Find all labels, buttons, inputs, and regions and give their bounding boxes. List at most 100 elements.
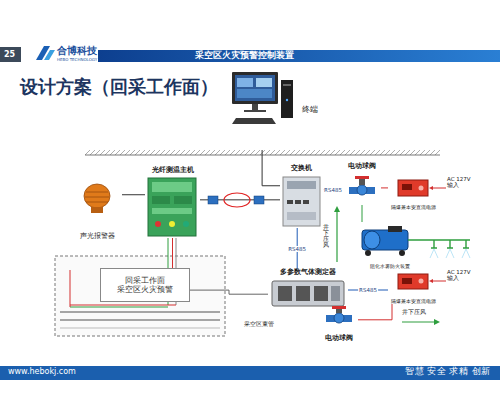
switch-box: [287, 181, 316, 189]
power-input: AC 127V 输入: [447, 176, 471, 189]
valve-icon: [326, 306, 352, 323]
company-subtitle: HEBO TECHNOLOGY: [57, 58, 97, 63]
valve-icon: [334, 313, 344, 323]
power-supply-icon: [429, 186, 433, 190]
connector: [358, 304, 392, 320]
mist-device-icon: [388, 226, 402, 232]
mist-device-icon: [362, 226, 470, 256]
computer-terminal: [244, 110, 266, 112]
computer-terminal: [252, 104, 258, 110]
alarm-icon: [86, 192, 108, 193]
fiber-host-box: [155, 221, 161, 227]
connector: [190, 290, 268, 294]
mist-device-icon: [399, 250, 405, 256]
computer-terminal: [237, 78, 253, 87]
mist-device-icon: [408, 239, 470, 241]
slide-title: 设计方案（回采工作面）: [20, 77, 218, 98]
valve-icon: [355, 176, 369, 179]
air-arrow: [334, 206, 440, 325]
sprinkler-nozzle: [447, 240, 453, 248]
node-text: 回采工作面 采空区火灾预警: [105, 276, 185, 294]
power-supply-icon: [402, 184, 412, 190]
fiber-host-box: [148, 178, 196, 236]
connector: [172, 238, 173, 268]
power-input: AC 127V 输入: [447, 269, 471, 282]
gas-detector-icon: [331, 286, 340, 301]
power-supply-icon: [398, 180, 428, 196]
power-supply-node: 隔爆兼本安直流电源: [388, 272, 438, 304]
edge-label: RS485: [323, 187, 343, 193]
power-supply-icon: [419, 186, 424, 191]
node-text: 电动球阀: [348, 163, 376, 170]
fiber-host-box: [152, 182, 192, 192]
website: www.hebokj.com: [8, 367, 76, 376]
connector: [122, 194, 145, 195]
sprinkler-nozzles: [430, 240, 470, 258]
working-face-area: [60, 328, 220, 329]
mist-device-icon: [364, 231, 380, 249]
gas-detector-node: 多参数气体测定器: [268, 269, 348, 311]
node-text: 电动球阀: [325, 335, 353, 342]
working-face-area: [60, 311, 220, 313]
edge-label: RS485: [358, 287, 378, 293]
computer-terminal: [256, 78, 272, 87]
power-supply-icon: [398, 274, 446, 289]
fiber-host-box: [169, 221, 175, 227]
gas-detector-icon: [296, 286, 310, 301]
water-spray: [446, 249, 454, 258]
fiber-ring: [208, 193, 264, 207]
node-text: 阻化水雾防火装置: [370, 264, 410, 270]
node-text: 声光报警器: [80, 233, 115, 240]
computer-terminal: [232, 118, 276, 124]
valve-node: 电动球阀: [320, 305, 358, 342]
computer-terminal: [283, 84, 291, 86]
switch-box: [295, 200, 301, 204]
air-arrow: [336, 209, 337, 262]
fiber-ring: [208, 196, 218, 204]
slogan: 智慧 安全 求精 创新: [405, 367, 491, 377]
computer-terminal: [232, 72, 278, 104]
sprinkler-nozzle: [431, 240, 437, 248]
area-label-box: 回采工作面 采空区火灾预警: [100, 268, 190, 302]
switch-node: 交换机: [280, 164, 323, 228]
working-face-area: [70, 270, 71, 307]
node-text: 多参数气体测定器: [280, 269, 336, 276]
fiber-host-box: [152, 196, 170, 204]
tube-bundle: 采空区束管: [244, 321, 274, 328]
power-supply-node: 隔爆兼本安直流电源: [388, 178, 438, 210]
alarm-icon: [84, 184, 110, 213]
air-arrow: [434, 319, 440, 325]
header-bar: [98, 50, 500, 62]
header-title: 采空区火灾预警控制装置: [195, 51, 294, 61]
fiber-ring: [224, 193, 250, 207]
switch-box: [287, 212, 316, 220]
mist-device-node: 阻化水雾防火装置: [350, 222, 430, 270]
node-text: 光纤测温主机: [152, 166, 194, 174]
fiber-host-box: [152, 208, 192, 214]
node-text: 隔爆兼本安直流电源: [391, 299, 436, 304]
alarm-icon: [86, 202, 108, 203]
gas-detector-icon: [314, 286, 328, 301]
air-arrow: [402, 321, 436, 322]
working-face-area: [55, 256, 225, 336]
header-bar: [0, 46, 500, 62]
valve-icon: [357, 185, 367, 195]
power-supply-icon: [431, 281, 446, 282]
company-logo: 合博科技: [57, 46, 97, 57]
valve-node: 电动球阀: [343, 163, 381, 205]
power-supply-icon: [431, 188, 446, 189]
page-number: 25: [4, 50, 15, 59]
power-supply-icon: [398, 180, 446, 196]
air-arrow: [334, 206, 340, 212]
switch-box: [283, 177, 320, 226]
node-text: 终端: [302, 105, 318, 114]
computer-terminal: [286, 99, 288, 101]
computer-terminal: [281, 80, 293, 118]
computer-terminal: [237, 89, 272, 98]
working-face-area: [70, 305, 176, 306]
fiber-host-box: [183, 221, 189, 227]
connector: [362, 205, 363, 222]
working-face-area: [60, 319, 220, 321]
valve-icon: [359, 178, 365, 185]
alarm-icon: [85, 197, 109, 198]
